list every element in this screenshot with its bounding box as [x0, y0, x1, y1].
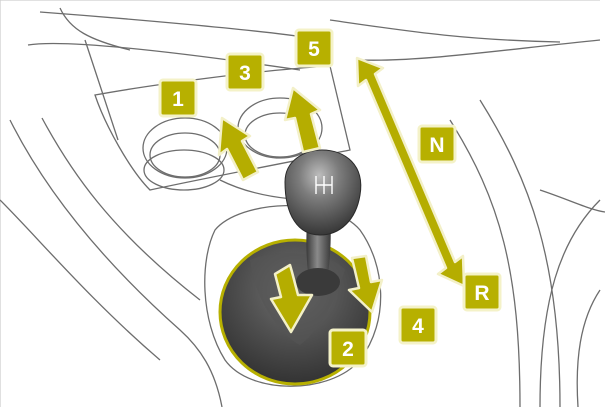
gear-label-4: 4 — [400, 307, 436, 343]
arrow-to-third-gear — [285, 88, 320, 152]
gear-label-5-text: 5 — [308, 38, 320, 61]
gear-label-5: 5 — [296, 30, 332, 66]
gear-label-3: 3 — [227, 54, 263, 90]
gear-label-1: 1 — [160, 80, 196, 116]
gear-label-4-text: 4 — [412, 315, 424, 338]
gear-label-2-text: 2 — [342, 338, 354, 361]
gear-label-n: N — [419, 126, 455, 162]
gear-label-1-text: 1 — [172, 88, 184, 111]
neutral-reverse-double-arrow — [357, 58, 464, 286]
gear-label-n-text: N — [429, 134, 444, 157]
gear-label-3-text: 3 — [239, 62, 251, 85]
gear-label-r: R — [464, 274, 500, 310]
gear-label-2: 2 — [330, 330, 366, 366]
gear-label-r-text: R — [474, 282, 489, 305]
